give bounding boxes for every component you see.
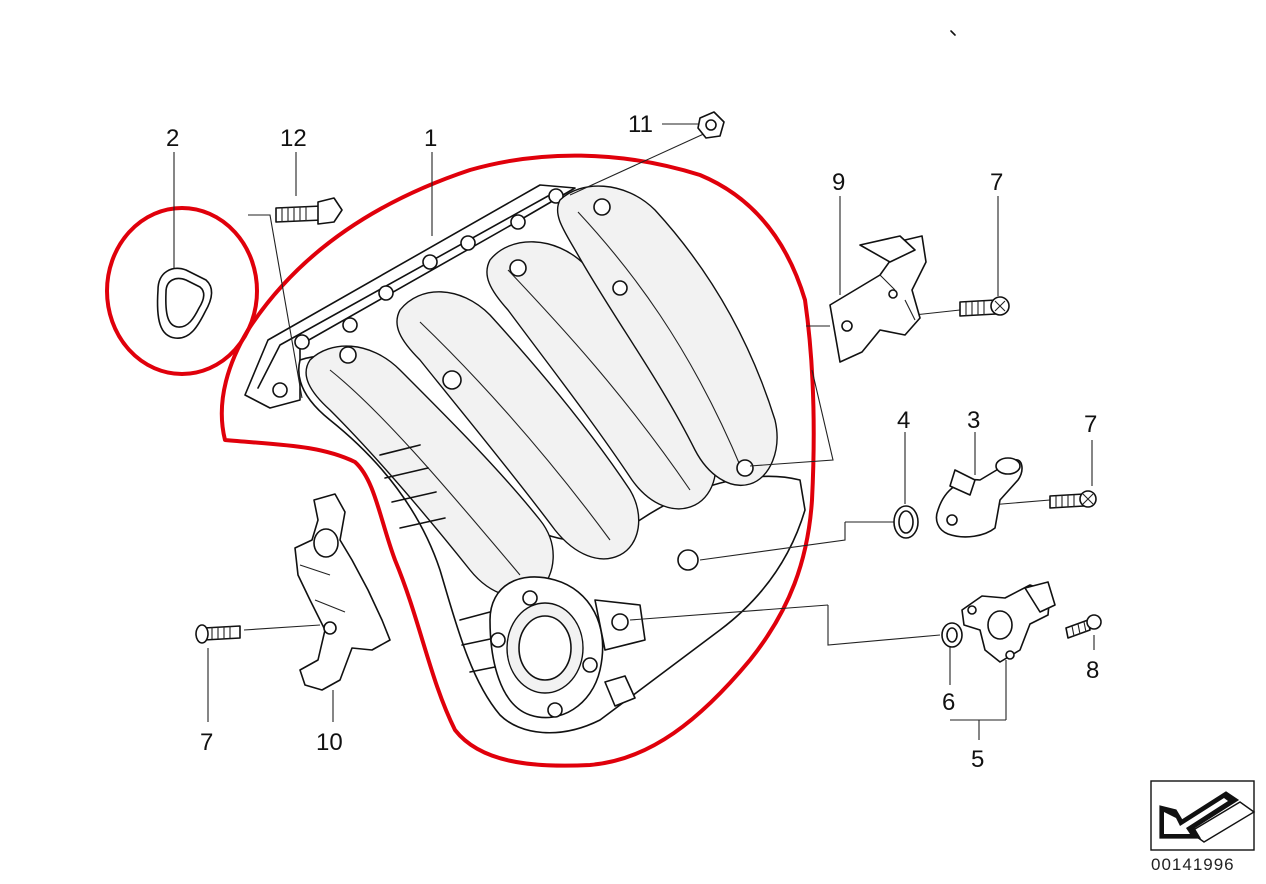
intake-manifold <box>244 184 806 734</box>
o-ring-4 <box>893 505 919 539</box>
label-part-7-right: 7 <box>1084 411 1097 438</box>
leader-lines <box>173 123 1095 740</box>
corner-mark <box>950 30 956 36</box>
label-part-10: 10 <box>316 729 343 756</box>
screw-7-upper <box>959 296 1010 317</box>
label-part-7-left: 7 <box>200 729 213 756</box>
o-ring-6 <box>941 622 963 648</box>
screw-8 <box>1065 614 1102 639</box>
catalog-number: 00141996 <box>1151 855 1235 874</box>
bolt-7-left <box>195 624 241 644</box>
arrow-direction-icon <box>1150 780 1256 851</box>
fitting-3 <box>935 457 1023 538</box>
label-part-12: 12 <box>280 125 307 152</box>
highlight-circle-gasket <box>105 206 259 376</box>
label-part-9: 9 <box>832 169 845 196</box>
label-part-8: 8 <box>1086 657 1099 684</box>
highlight-marks <box>105 153 816 768</box>
sensor-5 <box>961 581 1056 663</box>
label-part-4: 4 <box>897 407 910 434</box>
label-part-2: 2 <box>166 125 179 152</box>
label-part-6: 6 <box>942 689 955 716</box>
bracket-10 <box>294 493 391 691</box>
label-part-3: 3 <box>967 407 980 434</box>
part-labels: 1 2 12 11 9 7 4 3 7 8 6 5 7 10 <box>166 111 1099 773</box>
bracket-9 <box>829 235 927 363</box>
nut-11 <box>697 111 725 139</box>
throttle-body <box>489 576 646 719</box>
bolt-12 <box>275 197 343 225</box>
screw-7-right <box>1049 490 1097 509</box>
label-part-5: 5 <box>971 746 984 773</box>
label-part-7-upper: 7 <box>990 169 1003 196</box>
highlight-outline-manifold <box>219 153 816 768</box>
label-part-11: 11 <box>628 111 653 138</box>
label-part-1: 1 <box>424 125 437 152</box>
gasket-2 <box>156 267 213 339</box>
